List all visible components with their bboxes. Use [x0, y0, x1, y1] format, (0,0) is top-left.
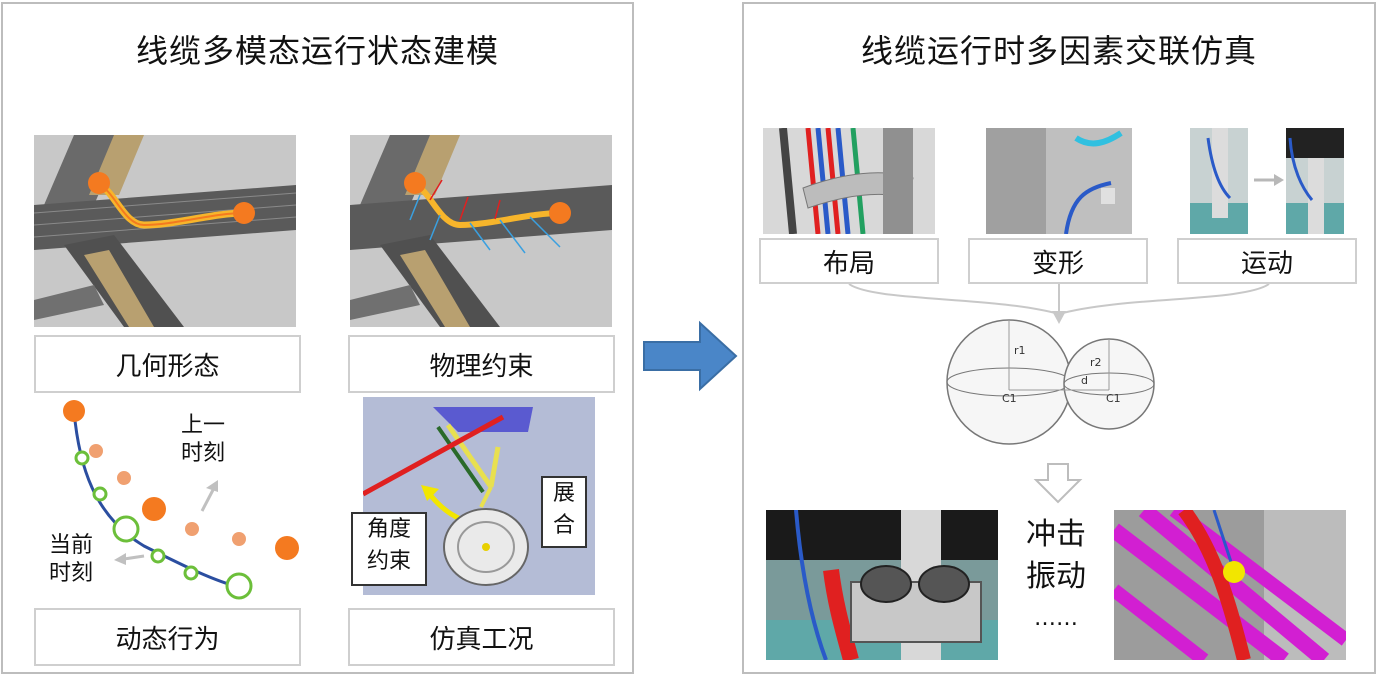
- right-arrow-icon: [643, 320, 738, 392]
- deploy-retract-line2: 合: [552, 513, 575, 538]
- motion-image: [1190, 128, 1344, 234]
- vibration-illustration: [1114, 510, 1346, 660]
- angle-constraint-line1: 角度: [366, 517, 411, 542]
- motion-illustration: [1190, 128, 1344, 234]
- c1-right-label: C1: [1106, 392, 1121, 405]
- right-panel: 线缆运行时多因素交联仿真: [742, 2, 1376, 674]
- effects-line2: 振动: [1026, 559, 1086, 594]
- right-panel-title: 线缆运行时多因素交联仿真: [860, 32, 1257, 70]
- current-moment-line1: 当前: [48, 533, 93, 558]
- effects-ellipsis: ……: [1034, 606, 1078, 631]
- physics-illustration: [350, 135, 612, 327]
- down-arrow: [1033, 462, 1083, 504]
- geometry-image: [34, 135, 296, 327]
- deploy-retract-line1: 展: [552, 481, 575, 506]
- angle-constraint-line2: 约束: [366, 549, 411, 574]
- impact-illustration: [766, 510, 998, 660]
- motion-label: 运动: [1177, 238, 1357, 284]
- flow-arrow: [642, 320, 740, 392]
- c1-left-label: C1: [1002, 392, 1017, 405]
- geometry-illustration: [34, 135, 296, 327]
- geometry-label: 几何形态: [34, 335, 301, 393]
- previous-moment-line1: 上一: [180, 413, 225, 438]
- deformation-image: [986, 128, 1132, 234]
- r1-label: r1: [1014, 344, 1026, 357]
- dynamics-image: [34, 396, 314, 606]
- dynamics-label: 动态行为: [34, 608, 301, 666]
- physics-image: [350, 135, 612, 327]
- deformation-label: 变形: [968, 238, 1148, 284]
- deformation-illustration: [986, 128, 1132, 234]
- simulation-label: 仿真工况: [348, 608, 615, 666]
- dynamics-illustration: [63, 400, 299, 600]
- effects-line1: 冲击: [1026, 517, 1086, 552]
- layout-label: 布局: [759, 238, 939, 284]
- layout-illustration: [763, 128, 935, 234]
- d-label: d: [1081, 374, 1088, 387]
- layout-image: [763, 128, 935, 234]
- angle-constraint-note: 角度 约束: [351, 512, 427, 586]
- physics-label: 物理约束: [348, 335, 615, 393]
- sphere-diagram: r1 r2 d C1 C1: [844, 284, 1274, 454]
- collision-spheres-illustration: r1 r2 d C1 C1: [848, 284, 1270, 445]
- deploy-retract-note: 展 合: [541, 476, 587, 548]
- r2-label: r2: [1090, 356, 1102, 369]
- previous-moment-line2: 时刻: [180, 441, 225, 466]
- effects-note: 冲击 振动 ……: [1014, 514, 1098, 640]
- left-panel-title: 线缆多模态运行状态建模: [135, 32, 499, 70]
- impact-image: [766, 510, 998, 660]
- current-moment-note: 当前 时刻: [41, 532, 101, 588]
- vibration-image: [1114, 510, 1346, 660]
- left-panel: 线缆多模态运行状态建模: [1, 2, 634, 674]
- previous-moment-note: 上一 时刻: [173, 412, 233, 468]
- down-arrow-icon: [1033, 463, 1083, 504]
- current-moment-line2: 时刻: [48, 561, 93, 586]
